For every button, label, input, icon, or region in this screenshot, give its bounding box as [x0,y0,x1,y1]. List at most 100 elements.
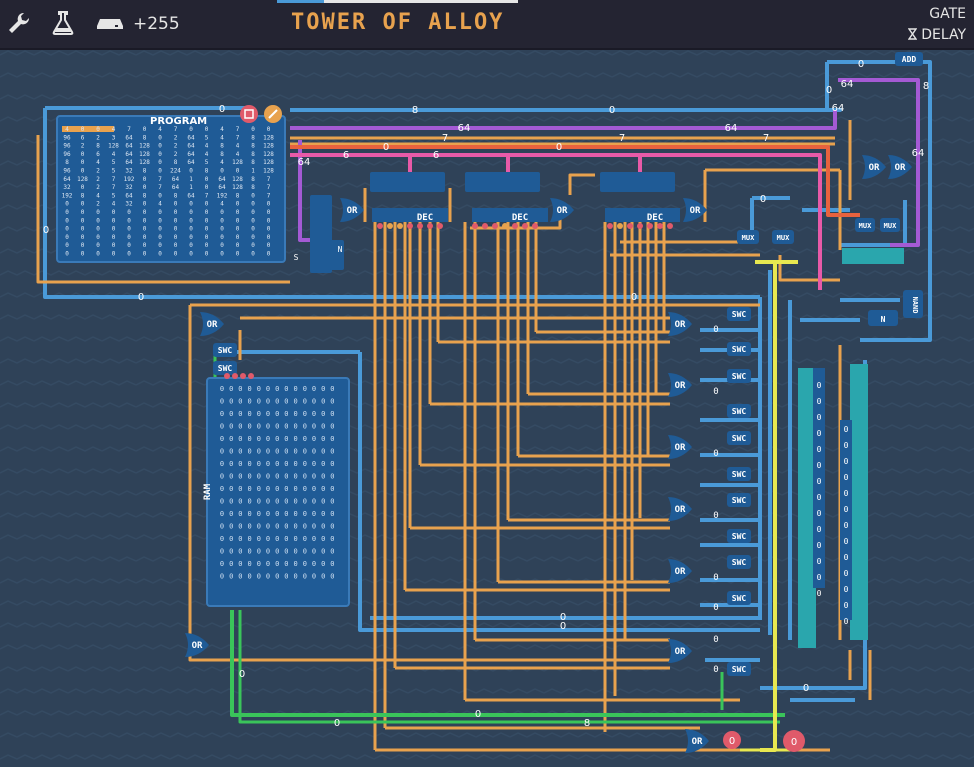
ram-cell[interactable]: 0 [284,398,288,406]
program-cell[interactable]: 32 [63,184,71,191]
program-cell[interactable]: 0 [143,184,147,191]
program-cell[interactable]: 0 [267,234,271,241]
ram-cell[interactable]: 0 [220,460,224,468]
ram-cell[interactable]: 0 [266,485,270,493]
program-cell[interactable]: 4 [220,201,224,208]
ram-cell[interactable]: 0 [321,535,325,543]
program-cell[interactable]: 0 [158,192,162,199]
ram-cell[interactable]: 0 [220,448,224,456]
ram-cell[interactable]: 0 [220,473,224,481]
ram-cell[interactable]: 0 [275,423,279,431]
program-cell[interactable]: 0 [205,126,209,133]
program-cell[interactable]: 0 [96,217,100,224]
ram-cell[interactable]: 0 [247,385,251,393]
ram-cell[interactable]: 0 [229,460,233,468]
ram-cell[interactable]: 0 [312,523,316,531]
ram-cell[interactable]: 0 [321,548,325,556]
ram-cell[interactable]: 0 [220,548,224,556]
ram-cell[interactable]: 0 [266,498,270,506]
ram-cell[interactable]: 0 [293,385,297,393]
program-cell[interactable]: 8 [65,159,69,166]
program-cell[interactable]: 0 [236,217,240,224]
program-cell[interactable]: 2 [96,201,100,208]
program-cell[interactable]: 0 [143,126,147,133]
ram-cell[interactable]: 0 [257,548,261,556]
program-cell[interactable]: 7 [205,192,209,199]
program-cell[interactable]: 4 [65,126,69,133]
ram-cell[interactable]: 0 [275,435,279,443]
program-cell[interactable]: 0 [127,217,131,224]
ram-cell[interactable]: 0 [284,448,288,456]
program-cell[interactable]: 0 [127,242,131,249]
flag-register[interactable] [842,248,904,264]
ram-cell[interactable]: 0 [284,460,288,468]
program-cell[interactable]: 64 [187,134,195,141]
program-cell[interactable]: 5 [112,192,116,199]
program-cell[interactable]: 4 [205,151,209,158]
multiplexers[interactable] [737,218,900,244]
ram-cell[interactable]: 0 [303,510,307,518]
ram-cell[interactable]: 0 [293,473,297,481]
ram-cell[interactable]: 0 [284,423,288,431]
program-cell[interactable]: 0 [112,251,116,258]
program-cell[interactable]: 128 [139,151,150,158]
ram-cell[interactable]: 0 [275,498,279,506]
program-cell[interactable]: 0 [81,234,85,241]
ram-cell[interactable]: 0 [238,410,242,418]
program-cell[interactable]: 0 [189,126,193,133]
delay-toggle[interactable]: DELAY [907,27,966,43]
program-cell[interactable]: 4 [112,151,116,158]
program-cell[interactable]: 32 [125,201,133,208]
program-cell[interactable]: 2 [81,143,85,150]
program-cell[interactable]: 0 [174,217,178,224]
ram-cell[interactable]: 0 [312,435,316,443]
program-cell[interactable]: 128 [263,168,274,175]
program-cell[interactable]: 96 [63,151,71,158]
ram-cell[interactable]: 0 [312,548,316,556]
drive-icon[interactable] [95,10,125,36]
program-cell[interactable]: 4 [96,159,100,166]
program-cell[interactable]: 0 [81,184,85,191]
ram-cell[interactable]: 0 [284,385,288,393]
ram-cell[interactable]: 0 [220,523,224,531]
ram-cell[interactable]: 0 [284,535,288,543]
ram-cell[interactable]: 0 [220,410,224,418]
ram-cell[interactable]: 0 [275,510,279,518]
program-cell[interactable]: 0 [189,168,193,175]
ram-cell[interactable]: 0 [330,385,334,393]
ram-cell[interactable]: 0 [247,473,251,481]
program-cell[interactable]: 0 [81,217,85,224]
program-cell[interactable]: 6 [81,134,85,141]
ram-cell[interactable]: 0 [238,473,242,481]
ram-cell[interactable]: 0 [284,435,288,443]
ram-cell[interactable]: 0 [229,510,233,518]
ram-cell[interactable]: 0 [293,423,297,431]
program-cell[interactable]: 4 [236,151,240,158]
ram-cell[interactable]: 0 [247,435,251,443]
program-cell[interactable]: 0 [236,201,240,208]
program-cell[interactable]: 0 [81,209,85,216]
program-cell[interactable]: 0 [65,226,69,233]
program-cell[interactable]: 0 [65,234,69,241]
program-cell[interactable]: 4 [112,201,116,208]
ram-cell[interactable]: 0 [303,548,307,556]
program-cell[interactable]: 32 [125,184,133,191]
ram-cell[interactable]: 0 [229,423,233,431]
program-cell[interactable]: 0 [158,209,162,216]
ram-cell[interactable]: 0 [312,473,316,481]
program-cell[interactable]: 0 [267,217,271,224]
program-cell[interactable]: 128 [263,159,274,166]
ram-cell[interactable]: 0 [321,398,325,406]
program-cell[interactable]: 96 [63,134,71,141]
program-cell[interactable]: 0 [189,242,193,249]
ram-cell[interactable]: 0 [330,510,334,518]
program-cell[interactable]: 7 [127,126,131,133]
program-cell[interactable]: 0 [127,234,131,241]
ram-cell[interactable]: 0 [266,473,270,481]
program-cell[interactable]: 0 [236,251,240,258]
program-cell[interactable]: 0 [143,251,147,258]
ram-cell[interactable]: 0 [293,523,297,531]
program-cell[interactable]: 0 [81,226,85,233]
